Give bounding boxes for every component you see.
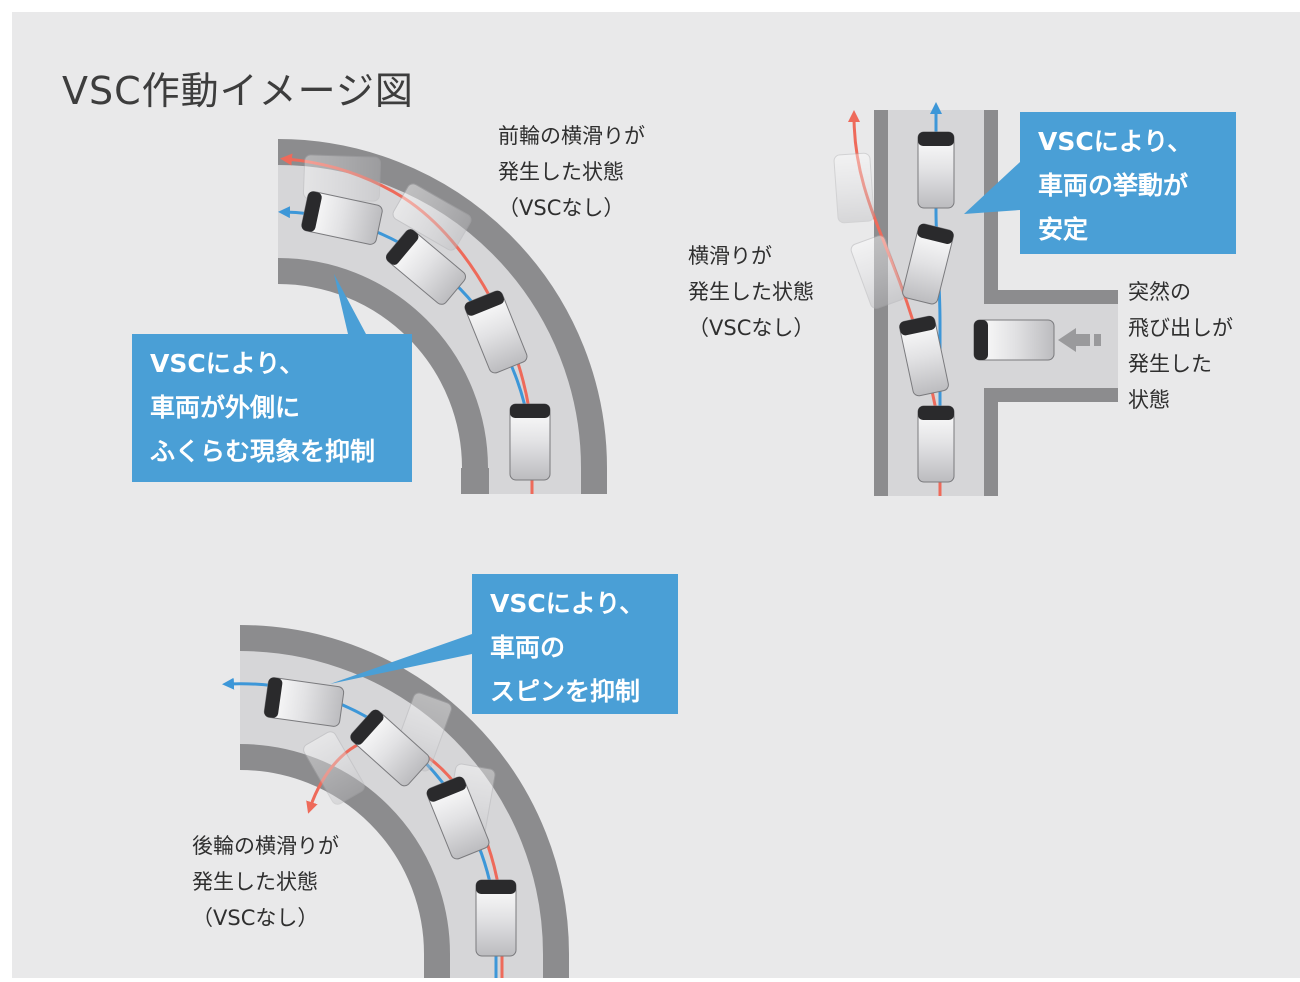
car-icon [301,191,383,245]
car-icon [263,677,345,727]
car-icon [899,315,949,397]
car-icon [509,403,551,481]
rear-slip-label: 後輪の横滑りが 発生した状態 （VSCなし） [192,834,339,930]
front-slip-label: 前輪の横滑りが 発生した状態 （VSCなし） [498,124,645,220]
car-icon [850,235,906,309]
diagram-panel: VSC作動イメージ図 前輪の横滑りが 発生した状態 （VSCなし） VSCにより… [12,12,1300,978]
car-icon [464,290,528,374]
car-icon [385,229,467,305]
car-icon [902,223,954,305]
obstacle-car-icon [973,319,1055,361]
rear-callout-box: VSCにより、 車両の スピンを抑制 [472,574,678,714]
callout-pointer-rear [330,634,472,684]
obstacle-arrow-icon [1058,328,1101,352]
car-icon [350,709,430,787]
car-icon [833,152,875,224]
obstacle-label: 突然の 飛び出しが 発生した 状態 [1128,280,1233,412]
car-icon [426,776,490,860]
intersection-slip-label: 横滑りが 発生した状態 （VSCなし） [688,244,815,340]
callout-pointer-intersection [964,162,1020,214]
intersection-callout-box: VSCにより、 車両の挙動が 安定 [1020,112,1236,254]
car-icon [917,131,955,209]
vsc-diagram [222,102,1118,978]
callout-pointer-front [334,274,366,334]
page-title: VSC作動イメージ図 [62,69,414,113]
car-icon [917,405,955,483]
front-callout-box: VSCにより、 車両が外側に ふくらむ現象を抑制 [132,334,412,482]
car-icon [303,731,365,805]
car-icon [392,183,472,251]
car-icon [475,879,517,957]
